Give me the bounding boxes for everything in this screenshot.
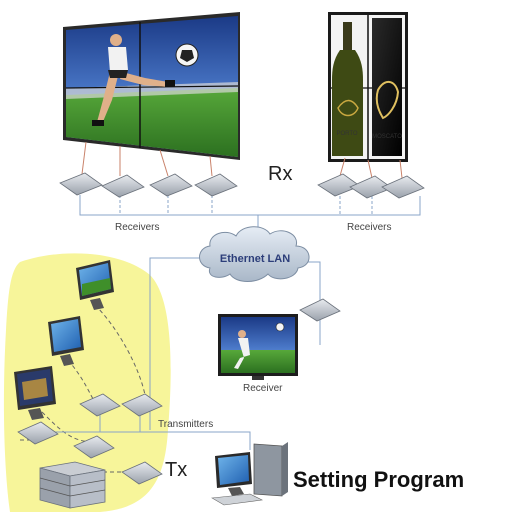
wine-bottle-right: MOSCATO: [372, 18, 402, 156]
receivers-label-left: Receivers: [115, 222, 159, 233]
soccer-player-figure: [92, 34, 175, 126]
rx-label: Rx: [268, 163, 292, 185]
tx-label: Tx: [165, 459, 187, 481]
source-monitor-top: [76, 260, 114, 310]
receiver-box: [194, 173, 238, 197]
transmitter-zone-highlight: [3, 253, 171, 512]
setting-computer-icon: [211, 442, 288, 506]
server-rack-icon: [39, 461, 106, 509]
ethernet-lan-label: Ethernet LAN: [220, 253, 290, 265]
transmitter-box: [17, 421, 59, 445]
lan-bus-lines: [79, 195, 421, 430]
wine-bottle-left: PORTO: [332, 22, 363, 156]
wine-display-panel: PORTO MOSCATO: [328, 12, 408, 162]
receiver-connection-lines: [81, 141, 403, 179]
receiver-box: [101, 174, 145, 198]
transmitter-box: [121, 393, 163, 417]
receiver-box: [149, 173, 193, 197]
transmitter-bus-lines: [25, 414, 251, 450]
receiver-boxes: [59, 172, 425, 322]
receivers-label-right: Receivers: [347, 222, 391, 233]
receiver-label: Receiver: [243, 383, 283, 394]
transmitters-label: Transmitters: [158, 419, 213, 430]
video-wall: [63, 12, 240, 160]
receiver-tv: Receiver: [218, 314, 298, 394]
transmitter-box: [73, 435, 115, 459]
ethernet-lan-cloud: Ethernet LAN: [199, 226, 310, 282]
transmitter-box: [79, 393, 121, 417]
transmitter-boxes: [17, 393, 163, 485]
receiver-box: [381, 175, 425, 199]
source-monitor-middle: [48, 316, 84, 366]
source-monitor-bottom: [14, 366, 56, 420]
receiver-box: [299, 298, 341, 322]
receiver-box: [59, 172, 103, 196]
transmitter-box: [121, 461, 163, 485]
wine-label-left: PORTO: [336, 131, 357, 137]
setting-program-label: Setting Program: [293, 467, 464, 492]
wine-label-right: MOSCATO: [372, 134, 402, 140]
